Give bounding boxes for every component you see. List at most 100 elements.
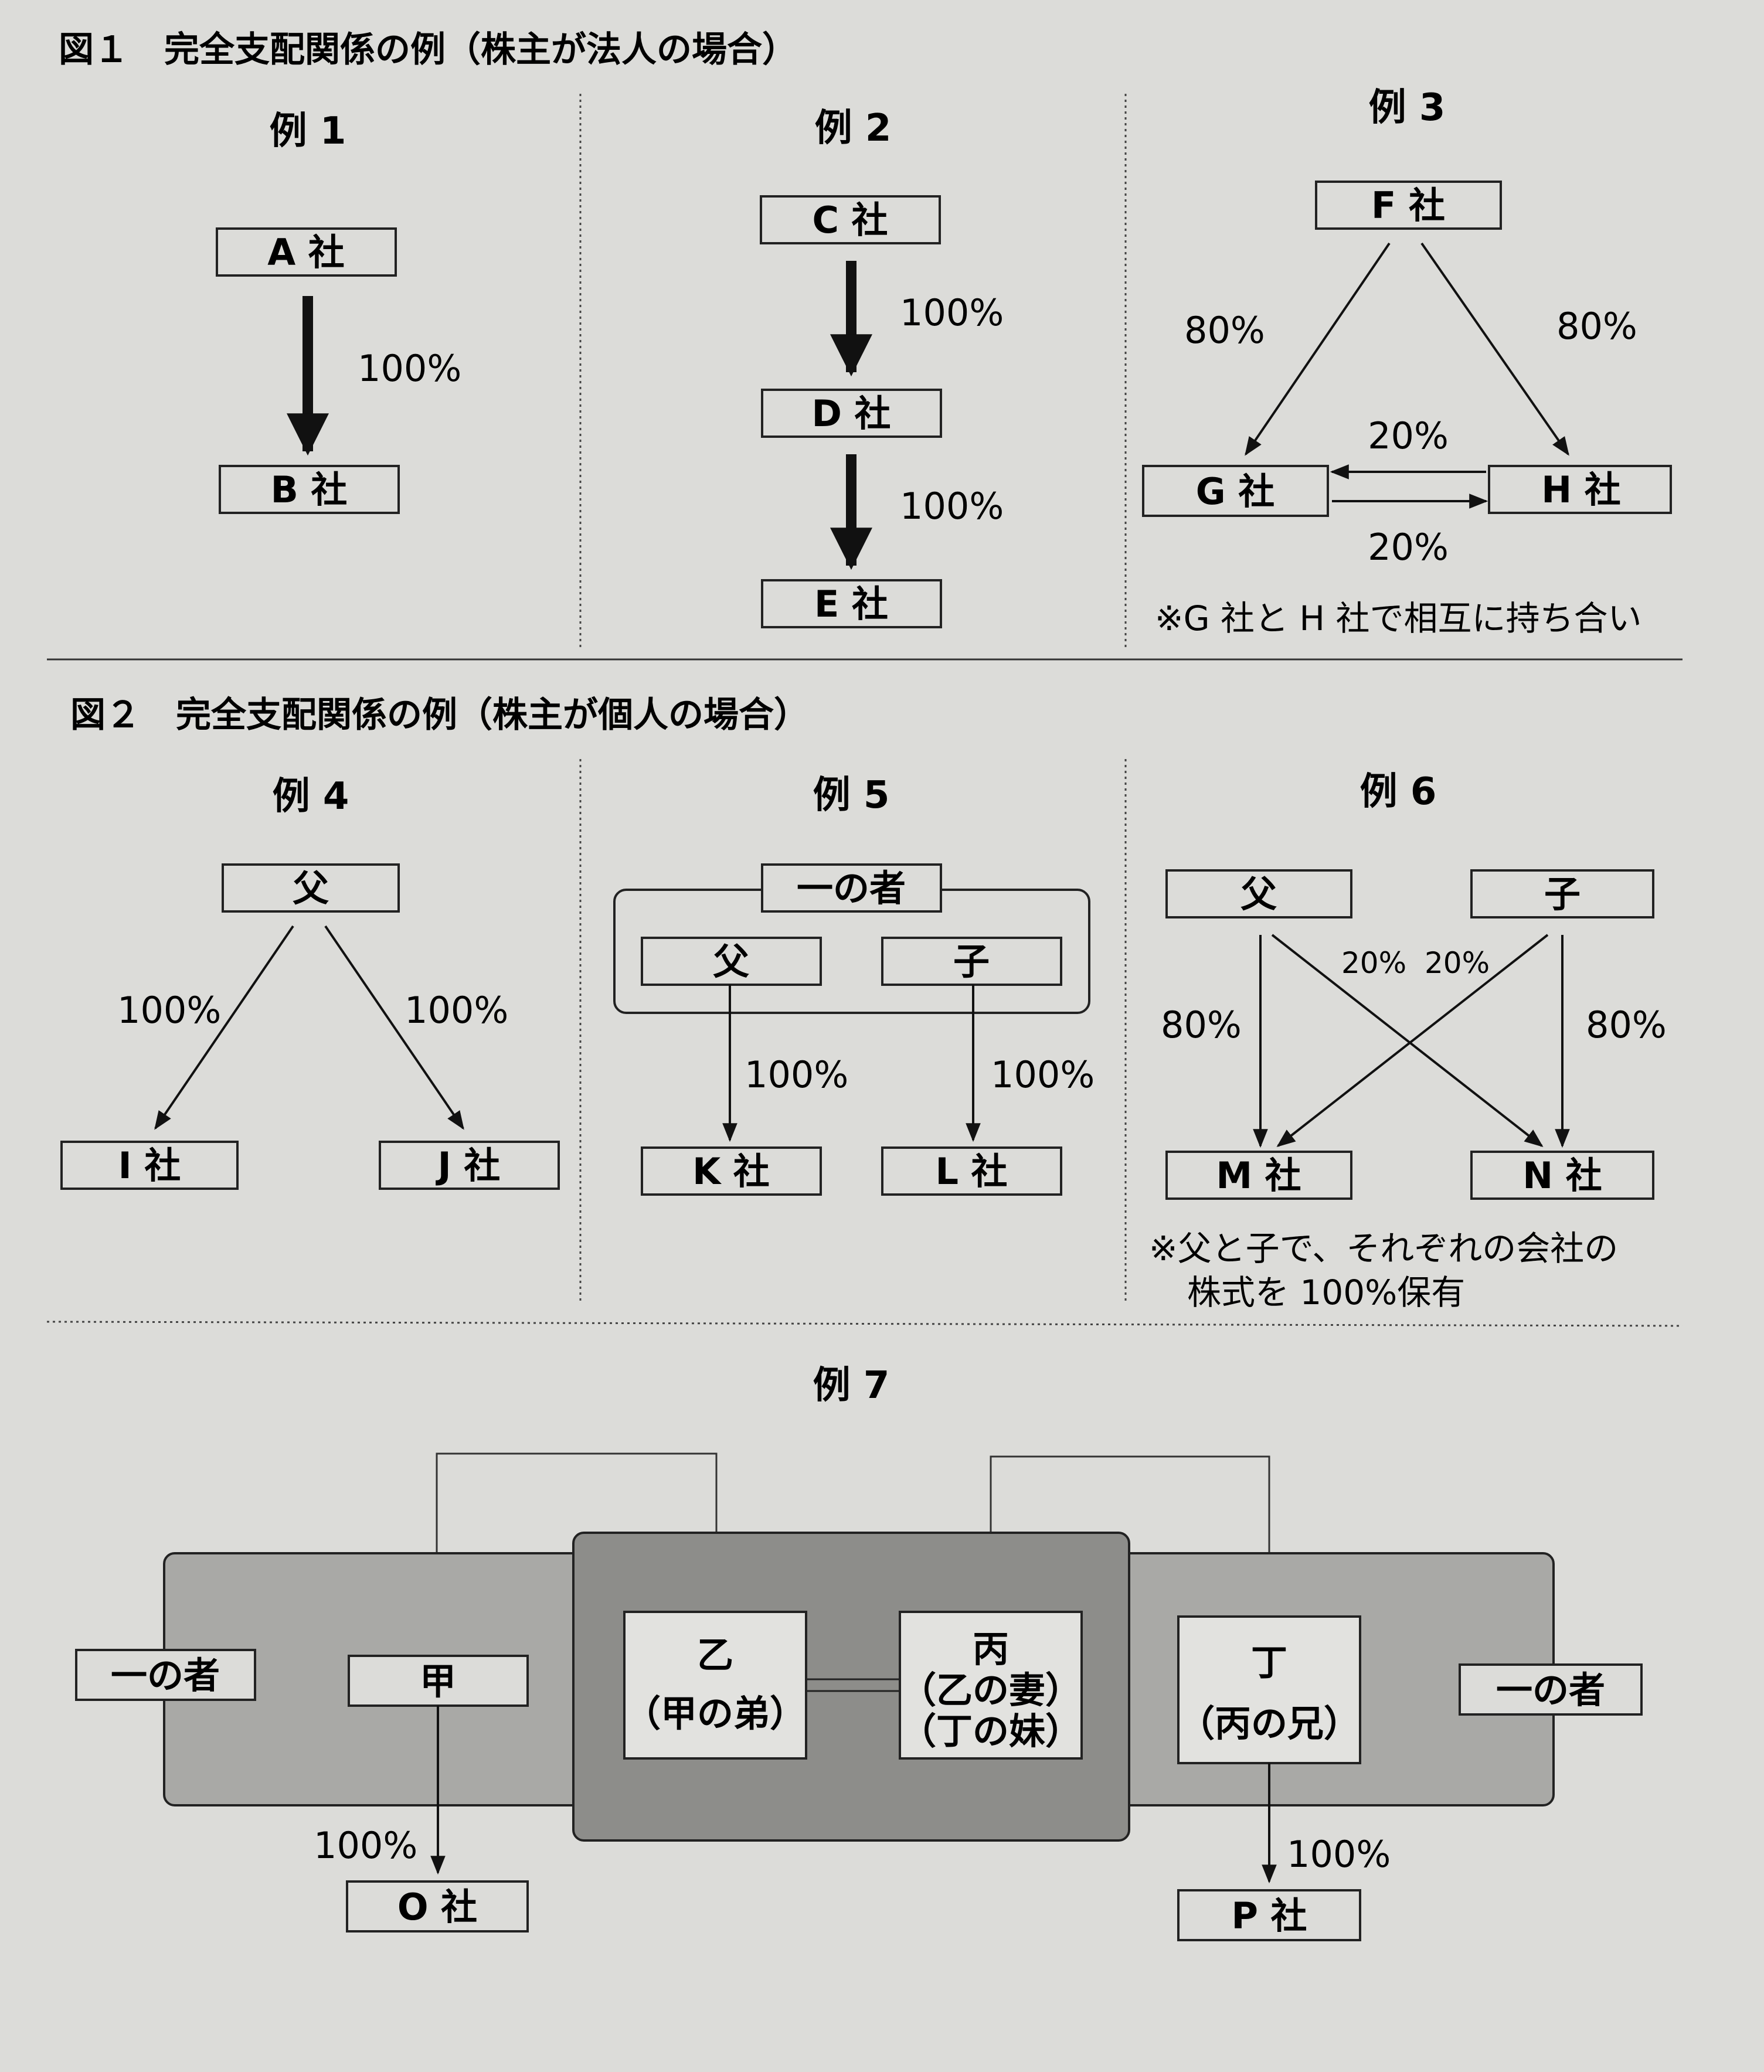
company-label-e: E 社 — [814, 583, 888, 625]
fig1-title: 図１ 完全支配関係の例（株主が法人の場合） — [59, 29, 797, 70]
example-note: ※G 社と H 社で相互に持ち合い — [1155, 598, 1641, 638]
person-box-kou — [348, 1655, 529, 1707]
example-note: ※父と子で、それぞれの会社の — [1149, 1229, 1618, 1268]
ownership-pct: 20% — [1341, 946, 1406, 980]
ownership-pct: 100% — [900, 291, 1004, 334]
group-label: 一の者 — [797, 867, 906, 910]
example-title: 例 2 — [815, 107, 892, 150]
company-box-n — [1470, 1151, 1654, 1200]
group-label-box-right — [1459, 1663, 1643, 1716]
company-box-f — [1315, 181, 1502, 230]
ownership-pct: 100% — [1287, 1833, 1391, 1876]
company-box-k — [641, 1146, 822, 1196]
company-label-b: B 社 — [271, 468, 348, 511]
company-label-g: G 社 — [1196, 470, 1274, 513]
ownership-pct: 100% — [900, 485, 1004, 528]
company-box-o — [346, 1880, 529, 1932]
ownership-pct: 80% — [1586, 1003, 1667, 1046]
company-label-n: N 社 — [1522, 1154, 1602, 1197]
ownership-pct: 20% — [1368, 414, 1449, 457]
example-2: 例 2 C 社 100% D 社 100% E 社 — [760, 107, 1004, 628]
ownership-pct: 100% — [358, 347, 461, 390]
ownership-pct: 100% — [991, 1053, 1095, 1096]
ownership-pct: 100% — [117, 989, 221, 1032]
group-label-box-left — [75, 1649, 256, 1701]
person-box-father — [1165, 869, 1352, 918]
company-label-h: H 社 — [1541, 468, 1620, 511]
company-label-i: I 社 — [118, 1144, 181, 1187]
ownership-arrow — [154, 925, 294, 1130]
person-box-child — [881, 937, 1062, 986]
person-relation-otsu: （甲の弟） — [624, 1692, 806, 1735]
person-label-father: 父 — [1240, 873, 1277, 916]
fig2-title: 図２ 完全支配関係の例（株主が個人の場合） — [70, 695, 809, 736]
example-1: 例 1 A 社 100% B 社 — [216, 110, 461, 514]
example-title: 例 4 — [273, 775, 349, 818]
ownership-pct: 100% — [314, 1824, 417, 1867]
example-6: 例 6 父 子 80% 80% 20% 20% M 社 N 社 ※父と子で、それ… — [1149, 770, 1667, 1312]
company-box-j — [379, 1141, 560, 1190]
ownership-pct: 20% — [1425, 946, 1490, 980]
person-relation-hei-2: （丁の妹） — [900, 1710, 1082, 1753]
person-relation-tei: （丙の兄） — [1178, 1702, 1360, 1745]
company-label-c: C 社 — [812, 199, 888, 241]
company-label-d: D 社 — [811, 392, 891, 435]
inner-group — [572, 1532, 1130, 1842]
person-box-father — [222, 863, 400, 913]
ownership-pct: 80% — [1556, 305, 1637, 348]
ownership-arrow — [324, 925, 464, 1130]
ownership-pct: 80% — [1161, 1003, 1242, 1046]
example-4: 例 4 父 100% 100% I 社 J 社 — [60, 775, 560, 1190]
company-box-e — [761, 579, 942, 628]
ownership-arrow — [1276, 934, 1549, 1147]
company-label-m: M 社 — [1216, 1154, 1301, 1197]
company-box-i — [60, 1141, 239, 1190]
company-label-j: J 社 — [436, 1144, 501, 1187]
example-3: 例 3 F 社 80% 80% G 社 H 社 20% 20% ※G 社と H … — [1142, 86, 1672, 638]
company-box-h — [1488, 465, 1672, 514]
company-box-p — [1177, 1889, 1361, 1941]
person-box-father — [641, 937, 822, 986]
company-label-p: P 社 — [1231, 1894, 1307, 1937]
person-label-kou: 甲 — [420, 1660, 456, 1703]
example-title: 例 5 — [813, 774, 890, 817]
ownership-arrow — [1245, 242, 1391, 456]
person-label-child: 子 — [953, 940, 990, 983]
company-box-g — [1142, 465, 1329, 517]
section-divider — [46, 1321, 1683, 1327]
example-title: 例 1 — [270, 110, 346, 153]
example-7: 例 7 一の者 一の者 甲 乙 （甲の弟） 丙 （乙の妻） （丁の妹） 丁 （丙… — [75, 1364, 1643, 1941]
company-label-l: L 社 — [935, 1150, 1007, 1193]
ownership-arrow — [1271, 934, 1544, 1147]
person-box-tei — [1177, 1615, 1361, 1764]
example-5: 例 5 一の者 父 子 100% 100% K 社 L 社 — [613, 774, 1095, 1196]
example-title: 例 7 — [813, 1364, 890, 1407]
company-box-d — [761, 389, 942, 438]
example-note: 株式を 100%保有 — [1187, 1273, 1465, 1312]
person-box-hei — [899, 1611, 1083, 1760]
person-label-child: 子 — [1544, 873, 1581, 916]
ownership-arrow — [1420, 242, 1569, 456]
ownership-pct: 20% — [1368, 526, 1449, 569]
person-box-child — [1470, 869, 1654, 918]
person-label-father: 父 — [713, 940, 749, 983]
ownership-pct: 100% — [745, 1053, 848, 1096]
person-box-otsu — [623, 1611, 807, 1760]
company-label-a: A 社 — [267, 231, 345, 274]
company-box-a — [216, 227, 397, 277]
company-label-f: F 社 — [1371, 184, 1445, 227]
company-box-m — [1165, 1151, 1352, 1200]
example-title: 例 6 — [1360, 770, 1437, 814]
person-relation-hei-1: （乙の妻） — [900, 1669, 1082, 1712]
company-box-b — [219, 465, 400, 514]
ownership-pct: 100% — [405, 989, 508, 1032]
company-label-o: O 社 — [397, 1886, 477, 1928]
company-box-c — [760, 195, 941, 244]
company-label-k: K 社 — [692, 1150, 770, 1193]
person-label-otsu: 乙 — [697, 1634, 733, 1676]
group-label-box — [761, 863, 942, 913]
person-label-hei: 丙 — [973, 1628, 1009, 1670]
group-label-left: 一の者 — [111, 1654, 220, 1697]
person-label-tei: 丁 — [1251, 1641, 1287, 1684]
